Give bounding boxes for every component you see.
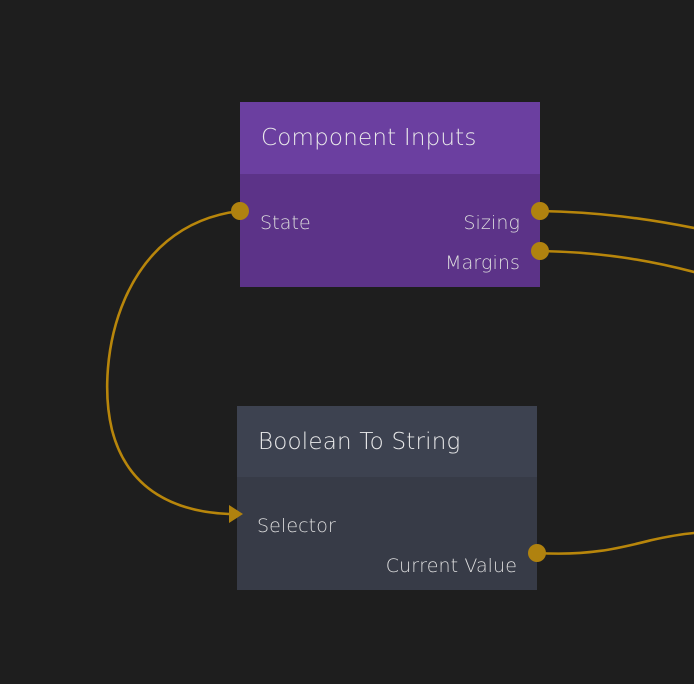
output-port-row-sizing[interactable]: Sizing: [463, 211, 540, 235]
node-body: Selector Current Value: [237, 477, 537, 590]
wire-current-value-out: [535, 531, 694, 555]
wire-state-to-selector: [105, 209, 242, 516]
wire-margins-out: [538, 249, 694, 274]
node-boolean-to-string[interactable]: Boolean To String Selector Current Value: [237, 406, 537, 590]
input-port-label-state: State: [260, 212, 311, 234]
output-port-label-margins: Margins: [445, 252, 520, 274]
output-port-label-current-value: Current Value: [385, 555, 517, 577]
port-dot-sizing[interactable]: [531, 202, 549, 220]
node-header[interactable]: Component Inputs: [240, 102, 540, 174]
input-port-row-selector[interactable]: Selector: [237, 514, 336, 538]
node-body: State Sizing Margins: [240, 174, 540, 287]
node-component-inputs[interactable]: Component Inputs State Sizing Margins: [240, 102, 540, 287]
port-dot-current-value[interactable]: [528, 544, 546, 562]
port-arrow-selector[interactable]: [229, 505, 243, 523]
node-title: Boolean To String: [258, 428, 461, 455]
output-port-label-sizing: Sizing: [463, 212, 520, 234]
port-dot-state[interactable]: [231, 202, 249, 220]
output-port-row-margins[interactable]: Margins: [445, 251, 540, 275]
input-port-label-selector: Selector: [257, 515, 336, 537]
port-dot-margins[interactable]: [531, 242, 549, 260]
node-header[interactable]: Boolean To String: [237, 406, 537, 477]
node-title: Component Inputs: [261, 125, 477, 151]
input-port-row-state[interactable]: State: [240, 211, 311, 235]
output-port-row-current-value[interactable]: Current Value: [386, 554, 537, 578]
wire-sizing-out: [538, 209, 694, 230]
